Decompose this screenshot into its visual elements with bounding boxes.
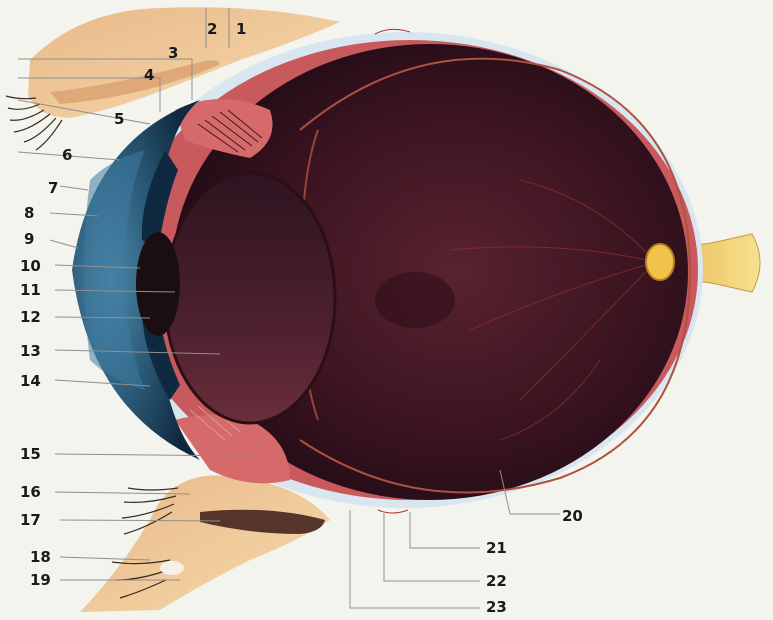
label-2: 2 [207,20,217,38]
label-8: 8 [24,204,34,222]
label-7: 7 [48,179,58,197]
label-1: 1 [236,20,246,38]
label-13: 13 [20,342,41,360]
label-10: 10 [20,257,41,275]
label-14: 14 [20,372,41,390]
label-4: 4 [144,66,154,84]
optic-disc [646,244,674,280]
label-12: 12 [20,308,41,326]
label-17: 17 [20,511,41,529]
label-6: 6 [62,146,72,164]
label-5: 5 [114,110,124,128]
pupil [136,232,180,336]
label-9: 9 [24,230,34,248]
label-16: 16 [20,483,41,501]
label-22: 22 [486,572,507,590]
lens [165,173,335,423]
label-11: 11 [20,281,41,299]
macula [375,272,455,328]
label-3: 3 [168,44,178,62]
lower-eyelid [80,475,330,612]
label-19: 19 [30,571,51,589]
lower-lid-gland [160,561,184,575]
label-23: 23 [486,598,507,616]
label-18: 18 [30,548,51,566]
label-21: 21 [486,539,507,557]
label-20: 20 [562,507,583,525]
label-15: 15 [20,445,41,463]
